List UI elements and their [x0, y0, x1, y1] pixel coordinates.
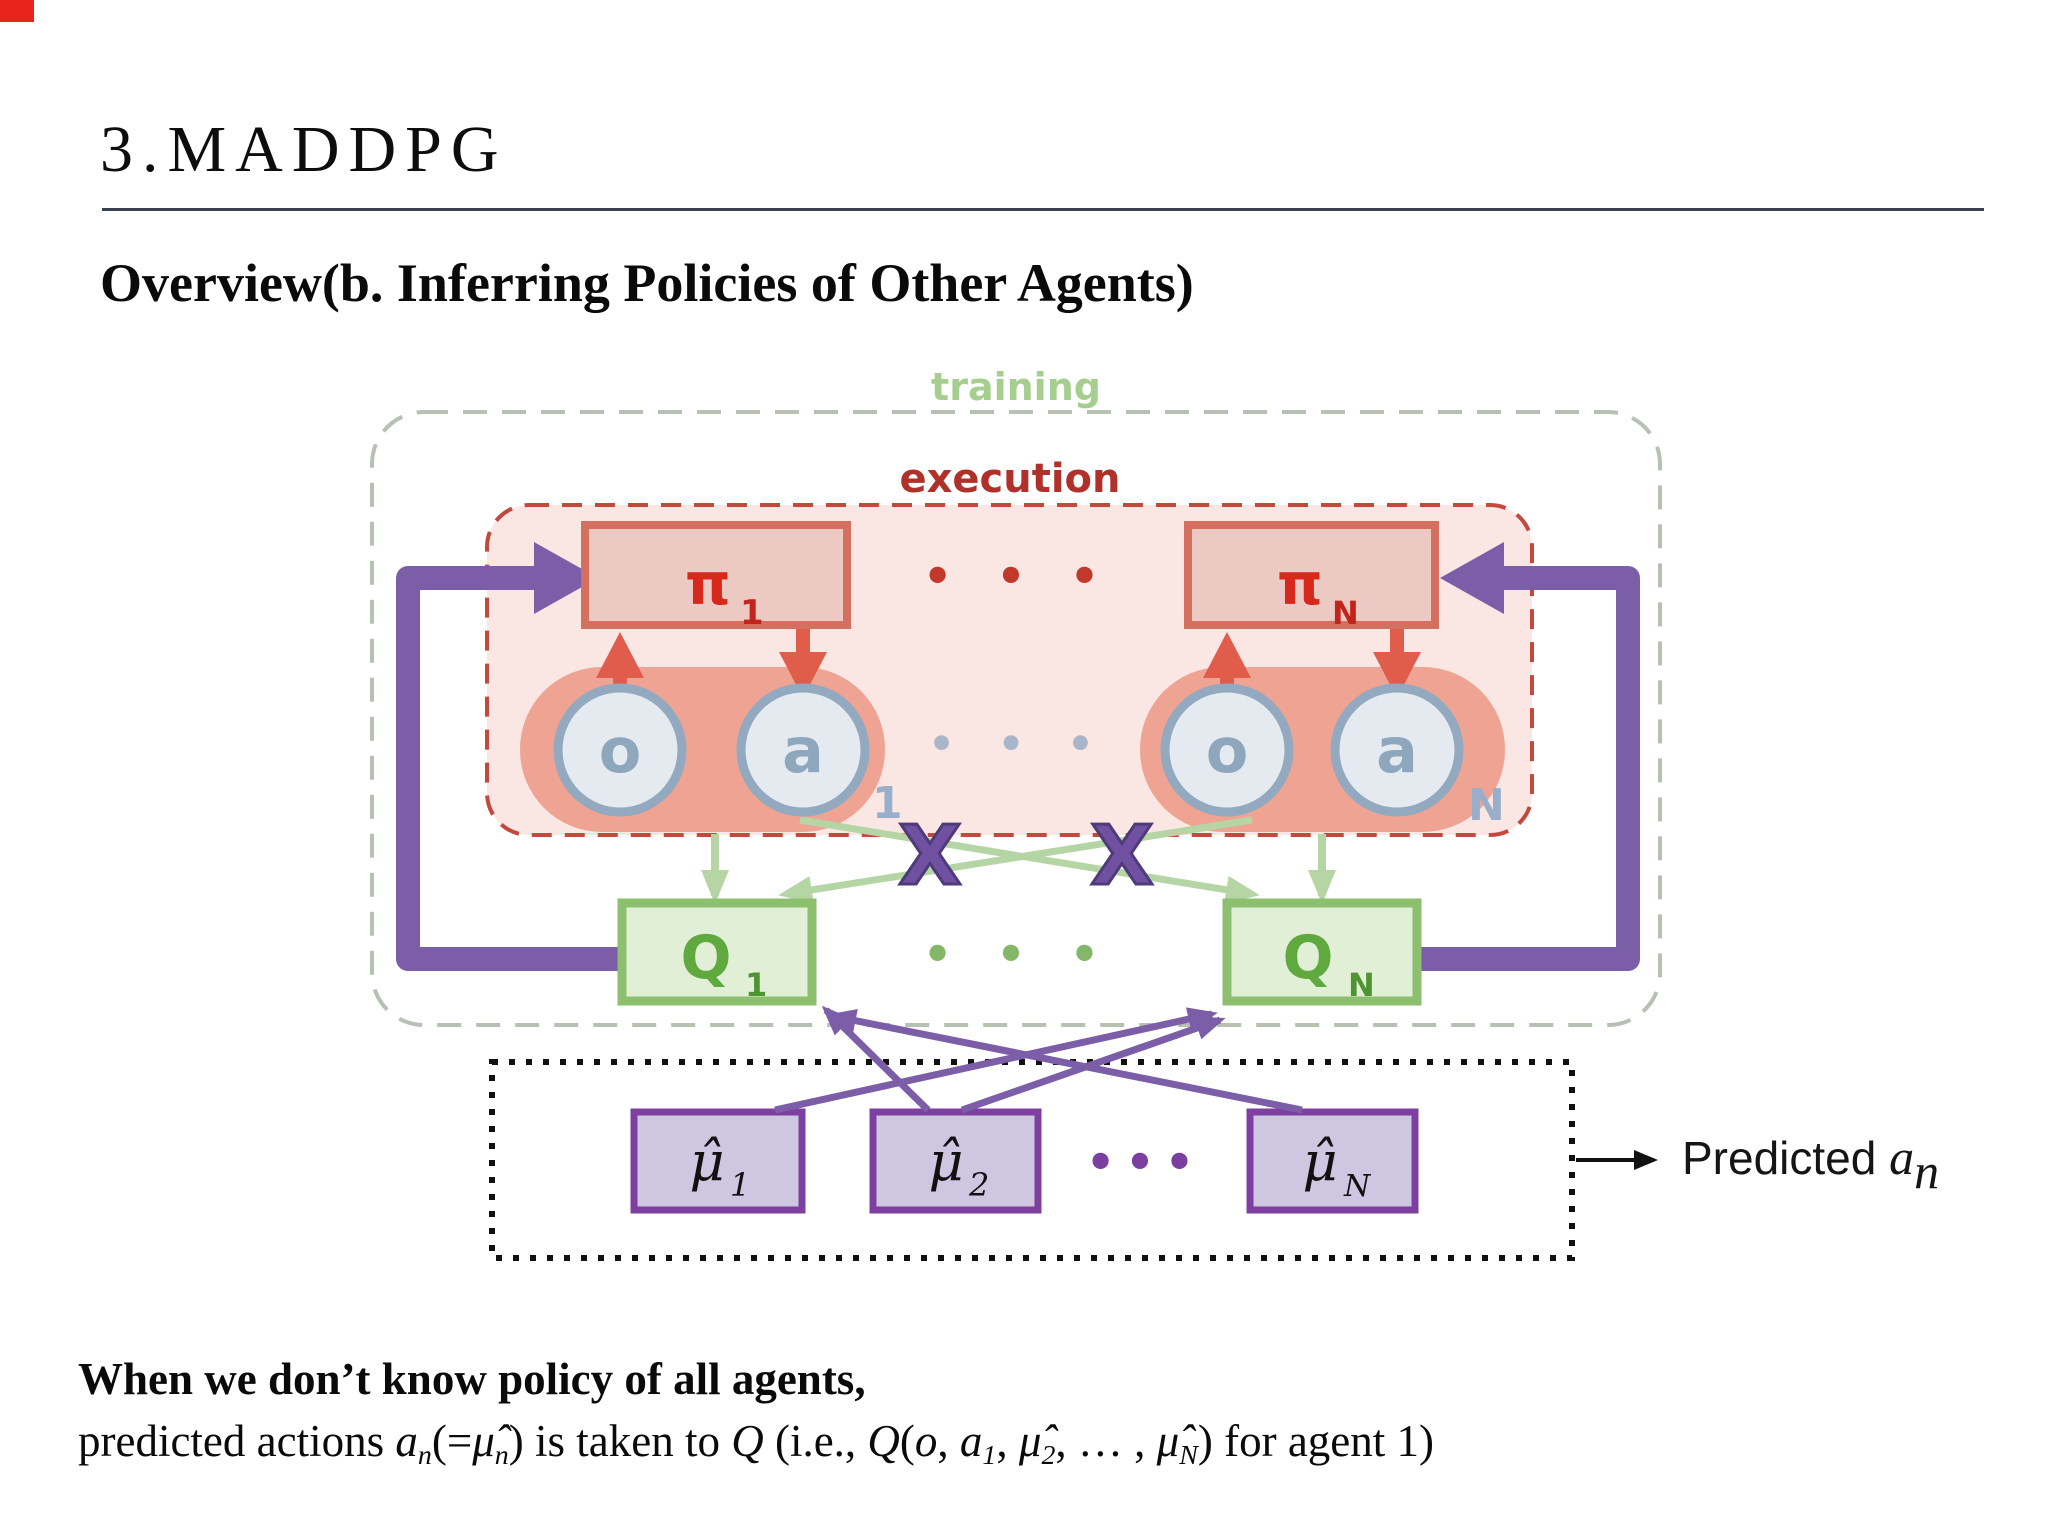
x-mark-left: X [898, 809, 961, 904]
predicted-math-a: a [1889, 1129, 1915, 1185]
caption-line1: When we don’t know policy of all agents, [78, 1354, 866, 1404]
pi-ellipsis: • • • [923, 549, 1113, 603]
muN-symbol: μ̂ [1302, 1130, 1337, 1193]
qN-to-piN-loop [1415, 566, 1640, 971]
caption: When we don’t know policy of all agents,… [78, 1348, 1434, 1487]
mu-ellipsis: ••• [1086, 1135, 1204, 1189]
x-mark-right: X [1090, 809, 1153, 904]
inferred-policy-box [489, 1059, 1575, 1261]
muN-box [1246, 1108, 1419, 1214]
piN-to-aN-arrowhead [1373, 652, 1421, 698]
muN-subscript: N [1343, 1169, 1372, 1204]
pi1-symbol: π [685, 550, 731, 618]
predicted-math-sub: n [1914, 1143, 1940, 1199]
corner-marker [0, 0, 34, 22]
qN-box [1222, 898, 1422, 1006]
mu1-box [630, 1108, 806, 1214]
oa-ellipsis: • • • [928, 719, 1108, 768]
mu1-to-qN-arrow [774, 1007, 1218, 1114]
qN-subscript: N [1348, 966, 1375, 1004]
pi1-subscript: 1 [740, 593, 764, 633]
oN-label: o [1206, 714, 1249, 787]
oN-to-piN-arrowhead [1203, 632, 1251, 678]
q-ellipsis: • • • [923, 927, 1113, 981]
a1-circle [736, 683, 870, 817]
predicted-action-label: Predicted an [1682, 1128, 1939, 1200]
mu1-symbol: μ̂ [689, 1130, 724, 1193]
predicted-word: Predicted [1682, 1132, 1890, 1184]
o1-circle [553, 683, 687, 817]
q1-box [617, 898, 817, 1006]
q1-subscript: 1 [745, 966, 767, 1004]
group1-subscript: 1 [872, 778, 903, 829]
mu2-symbol: μ̂ [928, 1130, 963, 1193]
page-title: 3.MADDPG [100, 113, 508, 186]
qN-symbol: Q [1282, 923, 1333, 993]
training-box [370, 410, 1662, 1027]
piN-subscript: N [1332, 594, 1359, 632]
piN-loop-arrowhead [1440, 542, 1504, 614]
title-rule [102, 208, 1984, 211]
groupN-subscript: N [1468, 780, 1505, 831]
o1-to-pi1-arrowhead [596, 632, 644, 678]
muN-to-q1-arrow [826, 1008, 1303, 1114]
pi1-loop-arrowhead [534, 542, 598, 614]
mu2-subscript: 2 [968, 1166, 989, 1204]
oN-circle [1160, 683, 1294, 817]
aN-label: a [1376, 714, 1418, 787]
q1-to-pi1-loop [396, 566, 622, 971]
mu1-subscript: 1 [730, 1166, 750, 1204]
page-subtitle: Overview(b. Inferring Policies of Other … [100, 253, 1194, 313]
piN-box [1184, 521, 1439, 629]
q1-symbol: Q [680, 923, 731, 993]
pi1-to-a1-arrowhead [779, 652, 827, 698]
mu2-box [869, 1108, 1042, 1214]
caption-line2: predicted actions an(=μ̂n) is taken to Q… [78, 1416, 1435, 1471]
piN-symbol: π [1277, 550, 1323, 618]
a1-label: a [782, 714, 824, 787]
o1-label: o [599, 714, 642, 787]
aN-circle [1330, 683, 1464, 817]
oaN-to-q1-arrow [778, 816, 1253, 904]
pi1-box [581, 521, 851, 629]
training-label: training [931, 365, 1101, 409]
execution-label: execution [899, 456, 1120, 502]
